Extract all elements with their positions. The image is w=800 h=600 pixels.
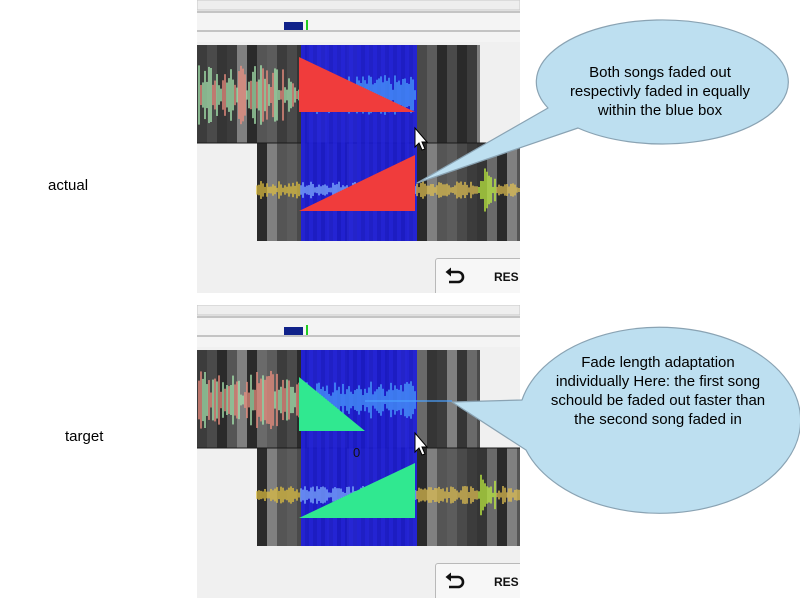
fade-out-triangle: [299, 57, 415, 112]
fade-overlay[interactable]: [299, 377, 452, 518]
position-marker: [284, 327, 303, 335]
mouse-pointer-icon: [414, 431, 429, 456]
label-actual: actual: [48, 177, 89, 194]
undo-arrow-icon: [445, 267, 465, 284]
timeline-scrollbar[interactable]: [197, 0, 520, 42]
mix-editor-canvas: 0: [197, 305, 520, 598]
mix-editor-panel-actual: RES: [197, 0, 520, 293]
undo-arrow-icon: [445, 572, 465, 589]
timeline-ruler: [197, 305, 520, 316]
reset-button[interactable]: RES: [435, 563, 520, 598]
playhead: [306, 325, 308, 335]
track-area[interactable]: [197, 45, 520, 293]
callout-text-target: Fade length adaptation individually Here…: [550, 354, 766, 428]
fade-out-triangle: [299, 377, 365, 431]
fade-overlay[interactable]: [299, 57, 415, 211]
fade-in-triangle: [299, 463, 415, 518]
fade-marker-label: 0: [353, 445, 360, 460]
playhead: [306, 20, 308, 30]
timeline-ruler: [197, 0, 520, 11]
mix-editor-panel-target: 0 RES: [197, 305, 520, 598]
reset-label: RES: [494, 575, 519, 589]
reset-label: RES: [494, 270, 519, 284]
reset-button[interactable]: RES: [435, 258, 520, 293]
position-marker: [284, 22, 303, 30]
timeline-scrollbar[interactable]: [197, 305, 520, 347]
callout-text-actual: Both songs faded out respectivly faded i…: [569, 64, 751, 119]
track-area[interactable]: [197, 350, 520, 598]
mix-editor-canvas: [197, 0, 520, 293]
label-target: target: [65, 428, 104, 445]
fade-in-triangle: [299, 155, 415, 211]
